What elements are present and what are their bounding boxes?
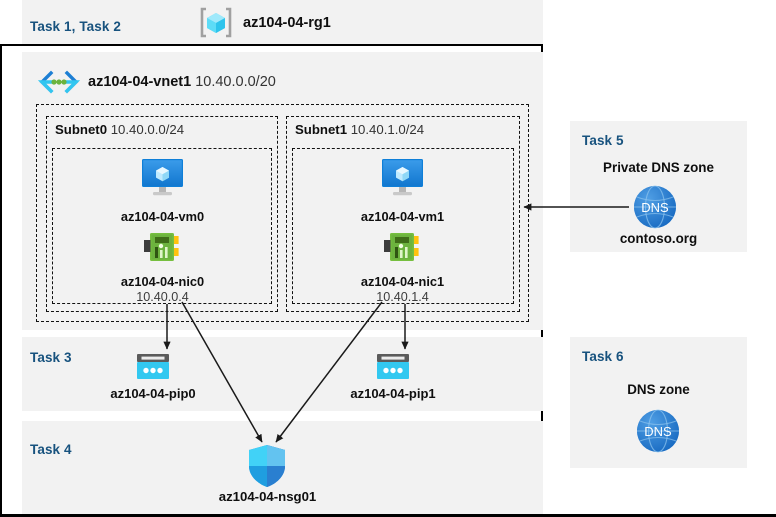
subnet0-header: Subnet0 10.40.0.0/24 (55, 122, 184, 137)
network-interface-icon (143, 231, 181, 263)
vm1-label: az104-04-vm1 (360, 209, 445, 224)
task-label-3: Task 3 (30, 350, 72, 365)
resource-group-icon (199, 7, 233, 38)
nsg-label: az104-04-nsg01 (218, 489, 317, 504)
task-label-5: Task 5 (582, 133, 624, 148)
private-dns-zone-title: Private DNS zone (603, 160, 714, 175)
nic0-label: az104-04-nic0 (120, 274, 205, 289)
subnet0-prefix: 10.40.0.0/24 (110, 122, 185, 137)
subnet1-prefix: 10.40.1.0/24 (350, 122, 425, 137)
vnet-header-text: az104-04-vnet1 10.40.0.0/20 (88, 74, 276, 90)
subnet1-inner-boundary (292, 148, 514, 304)
virtual-network-icon (37, 70, 81, 94)
network-interface-icon (383, 231, 421, 263)
private-dns-zone-name: contoso.org (619, 231, 698, 246)
public-ip-address-icon (375, 352, 411, 382)
pip1-label: az104-04-pip1 (350, 386, 436, 401)
subnet1-boundary (286, 116, 520, 312)
network-security-group-icon (247, 444, 287, 488)
vnet-name: az104-04-vnet1 (88, 74, 192, 90)
subnet0-boundary (46, 116, 278, 312)
nic1-ip: 10.40.1.4 (376, 290, 429, 304)
subnet1-header: Subnet1 10.40.1.0/24 (295, 122, 424, 137)
vnet-address-space: 10.40.0.0/20 (195, 74, 276, 90)
public-ip-address-icon (135, 352, 171, 382)
nic0-ip: 10.40.0.4 (136, 290, 189, 304)
task-label-1-2: Task 1, Task 2 (30, 19, 121, 34)
task-label-4: Task 4 (30, 442, 72, 457)
pip0-label: az104-04-pip0 (110, 386, 196, 401)
subnet0-name: Subnet0 (55, 122, 108, 137)
svg-text:DNS: DNS (644, 424, 672, 439)
vm0-label: az104-04-vm0 (120, 209, 205, 224)
virtual-machine-icon (380, 158, 425, 198)
dns-zone-title: DNS zone (627, 382, 690, 397)
nic1-label: az104-04-nic1 (360, 274, 445, 289)
task-label-6: Task 6 (582, 349, 624, 364)
dns-zone-icon: DNS (632, 184, 678, 230)
virtual-machine-icon (140, 158, 185, 198)
subnet0-inner-boundary (52, 148, 272, 304)
vnet-panel (22, 52, 543, 330)
resource-group-name-text: az104-04-rg1 (243, 15, 331, 31)
svg-text:DNS: DNS (641, 200, 669, 215)
subnet1-name: Subnet1 (295, 122, 348, 137)
resource-group-header-panel (22, 0, 543, 44)
dns-zone-icon: DNS (635, 408, 681, 454)
resource-group-name: az104-04-rg1 (243, 15, 331, 31)
